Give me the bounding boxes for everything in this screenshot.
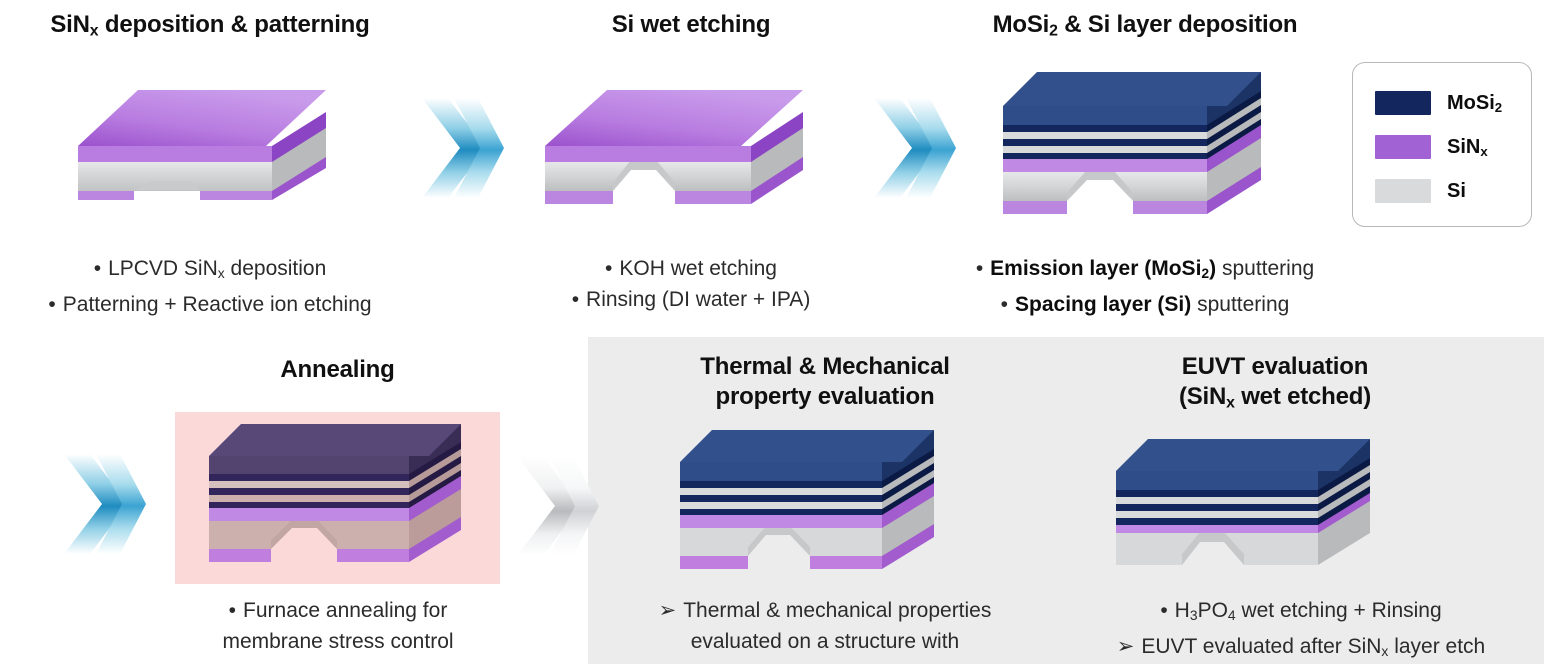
legend-swatch-si	[1375, 179, 1431, 203]
bullets-mosi2-si-deposition: •Emission layer (MoSi2) sputtering•Spaci…	[930, 253, 1360, 320]
bullet-line: •Spacing layer (Si) sputtering	[930, 289, 1360, 320]
bullet-line: ➢EUVT evaluated after SiNx layer etch	[1058, 631, 1544, 667]
legend-item-sinx: SiNx	[1353, 125, 1531, 169]
legend-item-mosi2: MoSi2	[1353, 81, 1531, 125]
bullet-marker-icon: •	[228, 599, 237, 622]
bullet-marker-icon: •	[975, 257, 984, 280]
legend-label-mosi2: MoSi2	[1447, 91, 1503, 115]
flow-arrow-icon-1	[420, 92, 506, 204]
bullet-line: •Patterning + Reactive ion etching	[0, 289, 420, 320]
bullet-marker-icon: •	[1160, 599, 1168, 622]
bullet-line: •KOH wet etching	[500, 253, 882, 284]
figure-multilayer-stack	[985, 70, 1285, 230]
flow-arrow-icon-4	[515, 450, 601, 562]
legend-item-si: Si	[1353, 169, 1531, 213]
bullet-marker-icon: •	[605, 257, 613, 280]
legend-swatch-mosi2	[1375, 91, 1431, 115]
step-title-si-wet-etching: Si wet etching	[611, 11, 771, 38]
step-title-mosi2-si-deposition: MoSi2 & Si layer deposition	[992, 11, 1298, 40]
legend-label-sinx: SiNx	[1447, 135, 1488, 159]
bullets-thermal-mechanical-evaluation: ➢Thermal & mechanical properties evaluate…	[596, 595, 1054, 657]
bullet-marker-icon: ➢	[658, 599, 677, 622]
figure-annealed-stack	[195, 422, 485, 577]
bullet-marker-icon: •	[93, 257, 102, 280]
bullet-line: •H3PO4 wet etching + Rinsing	[1058, 595, 1544, 631]
bullet-marker-icon: •	[48, 293, 56, 317]
step-title-euvt-evaluation: EUVT evaluation(SiNx wet etched)	[1178, 353, 1372, 412]
figure-thermal-evaluation-stack	[670, 424, 960, 584]
legend-box: MoSi2 SiNx Si	[1352, 62, 1532, 227]
bullet-line: •Emission layer (MoSi2) sputtering	[930, 253, 1360, 289]
bullet-line: evaluated on a structure with	[690, 630, 960, 653]
bullet-line: •Rinsing (DI water + IPA)	[500, 284, 882, 315]
bullets-si-wet-etching: •KOH wet etching•Rinsing (DI water + IPA…	[500, 253, 882, 315]
bullets-euvt-evaluation: •H3PO4 wet etching + Rinsing➢EUVT evalua…	[1058, 595, 1544, 667]
flow-arrow-icon-2	[872, 92, 958, 204]
figure-si-etched-wafer	[535, 78, 825, 218]
bullet-line: membrane stress control	[222, 630, 454, 653]
bullets-annealing: •Furnace annealing for membrane stress co…	[150, 595, 526, 657]
bullet-marker-icon: •	[1000, 293, 1009, 317]
step-title-annealing: Annealing	[280, 356, 395, 383]
bullet-line: •LPCVD SiNx deposition	[0, 253, 420, 289]
bullet-marker-icon: •	[571, 288, 580, 311]
bullet-line: ➢Thermal & mechanical properties	[596, 595, 1054, 626]
flow-arrow-icon-3	[62, 448, 148, 560]
figure-euvt-evaluation-stack	[1110, 428, 1400, 588]
figure-sinx-patterned-wafer	[60, 78, 350, 218]
bullets-sinx-deposition: •LPCVD SiNx deposition•Patterning + Reac…	[0, 253, 420, 320]
bullet-marker-icon: ➢	[1116, 635, 1135, 659]
bullet-line: •Furnace annealing for	[150, 595, 526, 626]
step-title-sinx-deposition: SiNx deposition & patterning	[50, 11, 370, 40]
legend-label-si: Si	[1447, 179, 1466, 202]
legend-swatch-sinx	[1375, 135, 1431, 159]
